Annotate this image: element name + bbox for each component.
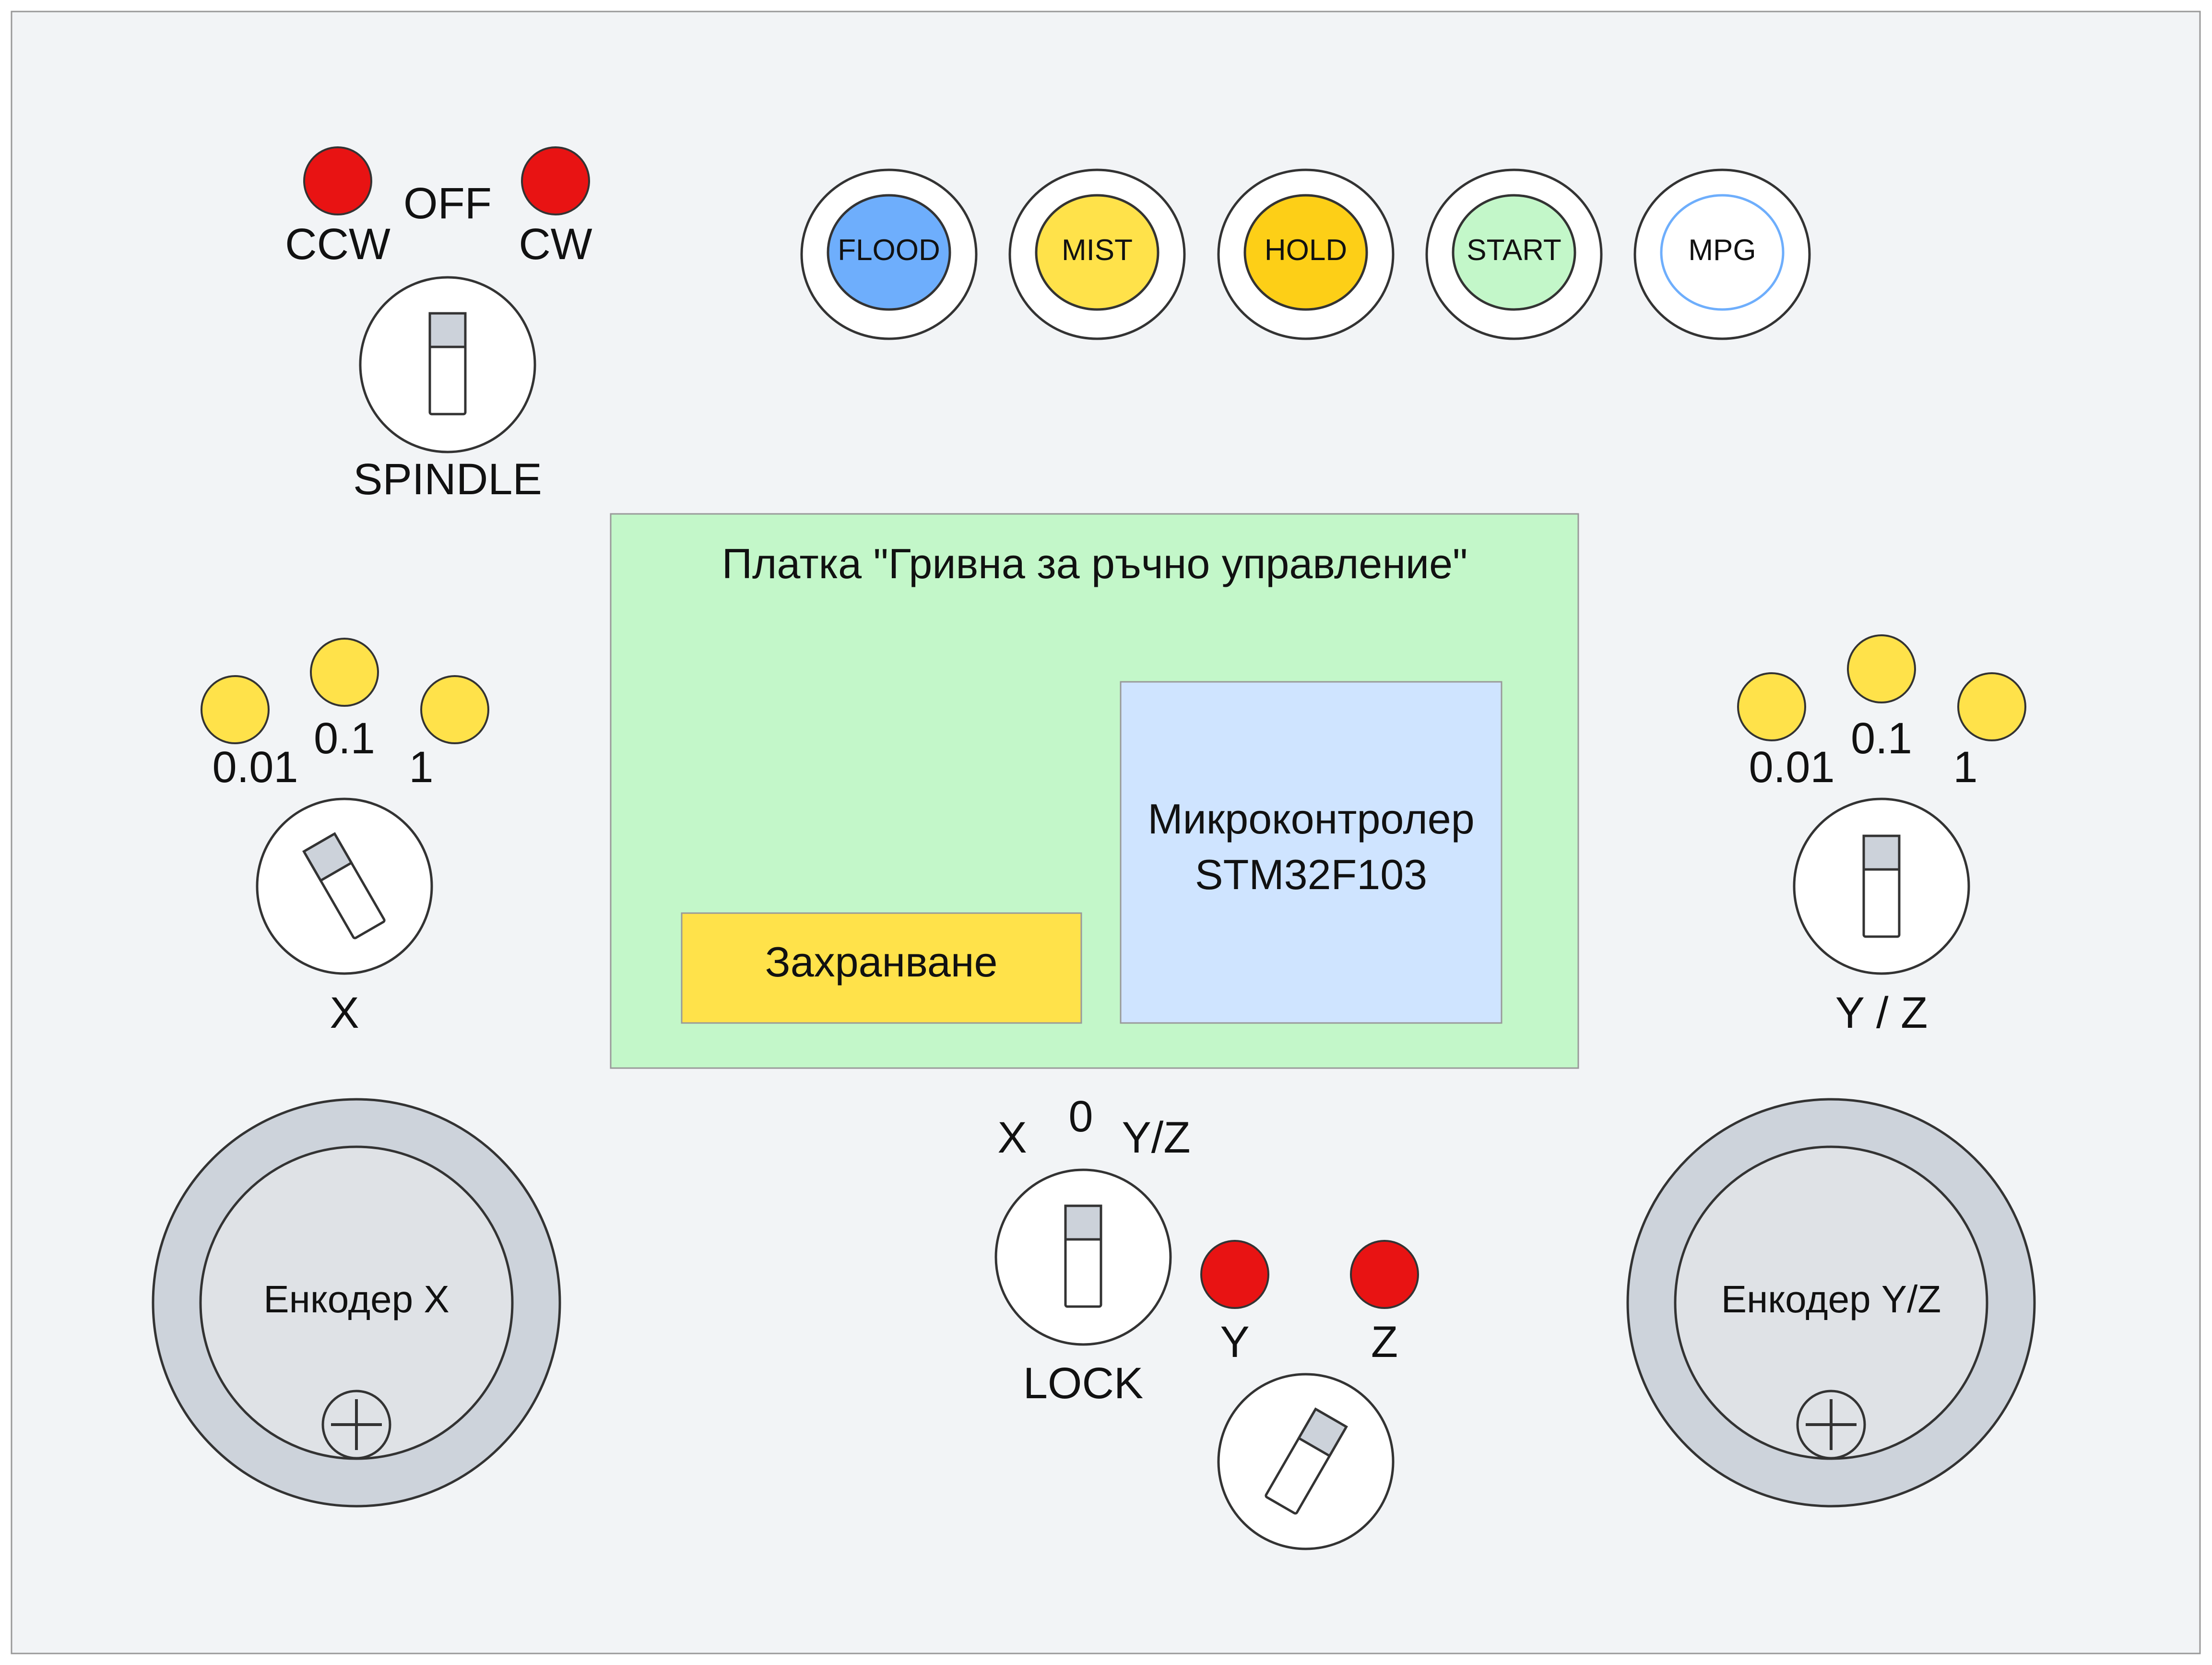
power-label: Захранване: [765, 938, 998, 986]
step-x-led-001: [201, 675, 270, 744]
lock-switch[interactable]: [994, 1168, 1172, 1346]
axis-z-label: Z: [1371, 1318, 1398, 1367]
spindle-group: OFF CCW CW SPINDLE: [285, 146, 592, 504]
flood-button[interactable]: FLOOD: [800, 168, 978, 340]
mist-button[interactable]: MIST: [1008, 168, 1186, 340]
axis-yz-switch[interactable]: [1217, 1373, 1395, 1550]
encoder-x-label: Енкодер X: [263, 1278, 449, 1320]
step-x-switch[interactable]: [256, 797, 433, 975]
encoder-yz-label: Енкодер Y/Z: [1721, 1278, 1941, 1320]
axis-y-label: Y: [1220, 1318, 1249, 1367]
board-title: Платка "Гривна за ръчно управление": [722, 540, 1468, 587]
start-button-label: START: [1467, 234, 1561, 267]
step-yz-label-01: 0.1: [1851, 714, 1912, 763]
step-yz-led-01: [1847, 634, 1916, 703]
encoder-yz[interactable]: Енкодер Y/Z: [1626, 1098, 2036, 1508]
power-block: Захранване: [681, 912, 1082, 1024]
spindle-cw-led: [521, 146, 590, 215]
step-x-led-01: [310, 638, 379, 707]
step-x-label-01: 0.1: [314, 714, 375, 763]
encoder-x-handle-icon: [321, 1390, 391, 1460]
step-selector-x: 0.01 0.1 1 X: [201, 638, 489, 1037]
step-x-axis-label: X: [330, 988, 359, 1037]
hold-button[interactable]: HOLD: [1217, 168, 1395, 340]
axis-yz-select-group: Y Z: [1200, 1240, 1419, 1550]
encoder-yz-handle-icon: [1796, 1390, 1866, 1460]
lock-yz-label: Y/Z: [1122, 1113, 1190, 1162]
button-row: FLOOD MIST HOLD START MPG: [800, 168, 1811, 340]
flood-button-label: FLOOD: [838, 234, 940, 267]
step-yz-switch[interactable]: [1793, 797, 1970, 975]
spindle-cw-label: CW: [519, 220, 592, 269]
step-yz-label-1: 1: [1953, 743, 1977, 792]
mpg-button[interactable]: MPG: [1633, 168, 1811, 340]
step-x-led-1: [420, 675, 489, 744]
step-yz-led-1: [1957, 672, 2026, 741]
spindle-label: SPINDLE: [353, 455, 542, 504]
mcu-name-line1: Микроконтролер: [1147, 795, 1474, 843]
spindle-ccw-label: CCW: [285, 220, 390, 269]
axis-y-led: [1200, 1240, 1269, 1309]
board: Платка "Гривна за ръчно управление" Захр…: [610, 513, 1579, 1069]
start-button[interactable]: START: [1425, 168, 1603, 340]
lock-label: LOCK: [1023, 1359, 1144, 1408]
lock-zero-label: 0: [1068, 1092, 1093, 1141]
mpg-button-label: MPG: [1688, 234, 1756, 267]
spindle-ccw-led: [303, 146, 372, 215]
step-yz-led-001: [1737, 672, 1806, 741]
mcu-name-line2: STM32F103: [1195, 851, 1427, 898]
step-selector-yz: 0.01 0.1 1 Y / Z: [1737, 634, 2026, 1037]
encoder-x[interactable]: Енкодер X: [152, 1098, 561, 1508]
hold-button-label: HOLD: [1265, 234, 1347, 267]
step-x-label-1: 1: [409, 743, 433, 792]
step-yz-label-001: 0.01: [1749, 743, 1834, 792]
spindle-off-label: OFF: [403, 179, 492, 228]
spindle-switch[interactable]: [359, 276, 536, 453]
axis-lock-group: X 0 Y/Z LOCK: [994, 1092, 1191, 1408]
axis-z-led: [1350, 1240, 1419, 1309]
lock-x-label: X: [997, 1113, 1027, 1162]
step-x-label-001: 0.01: [212, 743, 298, 792]
mcu-block: Микроконтролер STM32F103: [1120, 681, 1502, 1024]
mist-button-label: MIST: [1062, 234, 1133, 267]
step-yz-axis-label: Y / Z: [1835, 988, 1928, 1037]
